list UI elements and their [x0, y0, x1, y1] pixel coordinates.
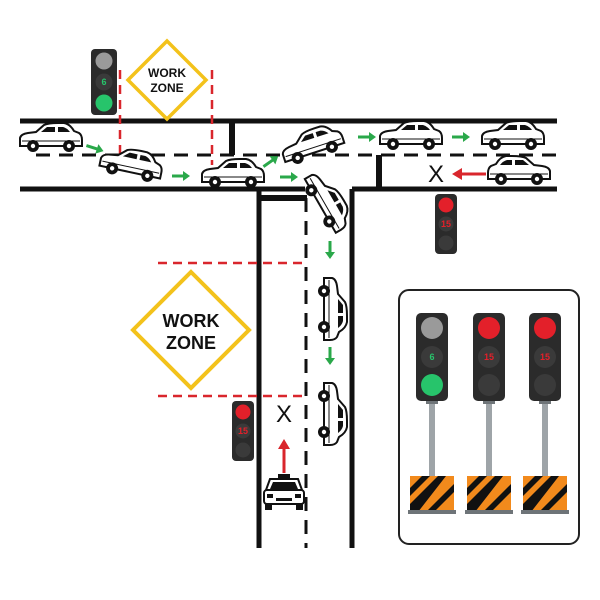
- work-zone-sign-top: WORK ZONE: [125, 38, 209, 122]
- car-icon: [97, 142, 166, 186]
- portable-signal-red-1: 15: [465, 313, 513, 514]
- arrow-icon: [450, 130, 472, 144]
- barrier-icon: [521, 476, 569, 514]
- traffic-light-right-icon: 15: [435, 194, 457, 254]
- stop-indicator-right: X: [428, 161, 488, 188]
- stop-arrow-icon: [276, 437, 292, 475]
- top-signal-counter: 6: [101, 77, 106, 87]
- panel-green-counter: 6: [429, 352, 434, 362]
- traffic-light-bottom-icon: 15: [232, 401, 254, 461]
- stop-arrow-icon: [450, 166, 488, 182]
- barrier-icon: [408, 476, 456, 514]
- road-network: [20, 118, 557, 548]
- sign-left-line2: ZONE: [166, 333, 216, 353]
- signal-equipment-panel: 6 15: [398, 289, 580, 545]
- traffic-light-top-icon: 6: [91, 49, 117, 115]
- taxi-icon: [263, 473, 305, 511]
- arrow-icon: [323, 345, 337, 367]
- car-icon: [317, 277, 348, 341]
- arrow-icon: [356, 130, 378, 144]
- arrow-icon: [323, 239, 337, 261]
- barrier-icon: [465, 476, 513, 514]
- car-icon: [277, 119, 348, 169]
- arrow-icon: [170, 169, 192, 183]
- car-icon: [487, 155, 551, 186]
- sign-top-line2: ZONE: [150, 81, 183, 95]
- stop-mark-bottom: X: [276, 401, 292, 428]
- sign-top-line1: WORK: [148, 66, 186, 80]
- portable-signal-red-2: 15: [521, 313, 569, 514]
- car-icon: [379, 120, 443, 151]
- work-zone-sign-left: WORK ZONE: [130, 269, 252, 391]
- stop-mark-right: X: [428, 161, 444, 188]
- arrow-icon: [278, 170, 300, 184]
- car-icon: [19, 122, 83, 153]
- car-icon: [298, 166, 357, 237]
- right-signal-counter: 15: [441, 219, 451, 229]
- work-zone-boundaries: [118, 70, 303, 398]
- sign-left-line1: WORK: [163, 311, 220, 331]
- car-icon: [317, 382, 348, 446]
- portable-signal-green: 6: [408, 313, 456, 514]
- bottom-signal-counter: 15: [238, 426, 248, 436]
- panel-red2-counter: 15: [540, 352, 550, 362]
- stop-indicator-bottom: X: [276, 401, 292, 475]
- car-icon: [481, 120, 545, 151]
- panel-red1-counter: 15: [484, 352, 494, 362]
